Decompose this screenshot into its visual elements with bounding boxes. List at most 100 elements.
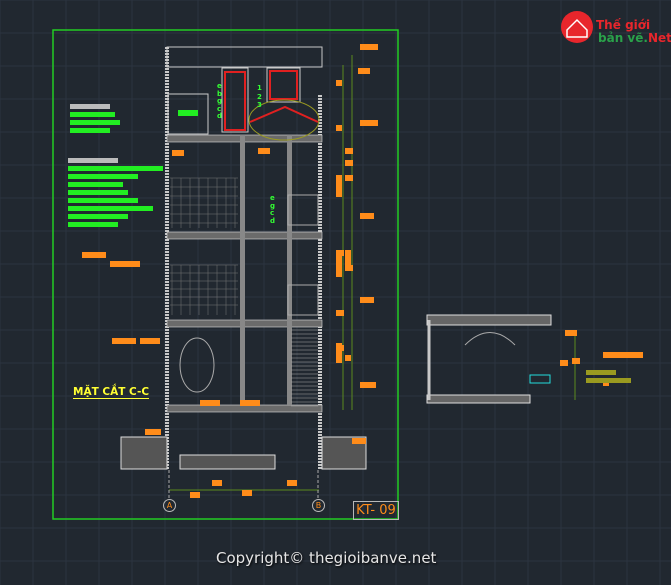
copyright-watermark: Copyright© thegioibanve.net	[216, 549, 437, 567]
dimension-label	[345, 160, 353, 166]
window	[269, 70, 298, 100]
tag: c	[217, 104, 222, 113]
ground-fill	[120, 436, 168, 470]
logo-text: Thế giới	[596, 18, 650, 32]
dimension-label	[360, 297, 374, 303]
legend-note	[70, 112, 115, 117]
legend-note	[68, 174, 138, 179]
dimension-label	[336, 310, 344, 316]
balcony-label	[178, 110, 198, 116]
dimension-label	[345, 175, 353, 181]
dimension-label	[345, 250, 351, 270]
dimension-label	[110, 261, 140, 267]
legend-note	[68, 206, 153, 211]
door-tags-mid: e g c d	[270, 194, 276, 225]
door-tags-upper: e b g c d	[217, 82, 223, 121]
window-tags: 1 2 3	[257, 84, 262, 110]
dimension-label	[336, 125, 342, 131]
detail-ellipse	[248, 99, 320, 141]
legend-note	[70, 104, 110, 109]
legend-note	[586, 370, 616, 375]
dimension-label	[360, 120, 378, 126]
detail-arch	[464, 332, 516, 346]
legend-note	[68, 214, 128, 219]
detail-item	[529, 374, 551, 384]
legend-note	[68, 198, 138, 203]
dimension-label	[336, 343, 342, 363]
window-frame	[266, 67, 301, 103]
legend-note	[68, 182, 123, 187]
dimension-label	[565, 330, 577, 336]
axis-label-a: A	[163, 499, 176, 512]
tag: e	[217, 82, 222, 90]
logo-text-2: bản vẽ.Net	[598, 31, 671, 45]
tag: d	[270, 216, 276, 225]
dimension-label	[140, 338, 160, 344]
legend-note	[68, 166, 163, 171]
legend-note	[586, 378, 631, 383]
tag: e	[270, 194, 275, 202]
railing	[287, 194, 319, 226]
dimension-label	[212, 480, 222, 486]
legend-note	[70, 120, 120, 125]
dimension-label	[172, 150, 184, 156]
tag: g	[217, 97, 223, 105]
tag: d	[217, 112, 223, 120]
dimension-label	[258, 148, 270, 154]
legend-note	[70, 128, 110, 133]
detail-slab	[426, 314, 552, 326]
legend-note	[68, 222, 118, 227]
dimension-label	[360, 44, 378, 50]
dimension-label	[336, 80, 342, 86]
dimension-label	[358, 68, 370, 74]
axis-label-b: B	[312, 499, 325, 512]
dimension-label	[336, 250, 344, 256]
logo-icon	[561, 11, 593, 43]
dimension-label	[572, 358, 580, 364]
dimension-label	[145, 429, 161, 435]
dimension-label	[112, 338, 136, 344]
dimension-label	[240, 400, 260, 406]
tag: c	[270, 209, 275, 217]
balcony	[167, 93, 209, 135]
roof	[249, 105, 319, 123]
dimension-label	[200, 400, 220, 406]
dimension-label	[190, 492, 200, 498]
legend-note	[68, 158, 118, 163]
dimension-label	[336, 255, 342, 277]
dimension-label	[352, 438, 366, 444]
parapet	[166, 46, 323, 68]
dimension-label	[360, 382, 376, 388]
logo-word-banve: bản vẽ.	[598, 31, 648, 45]
foundation	[179, 454, 276, 470]
logo-word-gioi: giới	[625, 18, 651, 32]
drawing-frame	[52, 29, 399, 520]
dimension-label	[360, 213, 374, 219]
tag: b	[217, 89, 223, 98]
tag: 3	[257, 101, 262, 109]
dimension-label	[287, 480, 297, 486]
door-frame	[221, 67, 249, 133]
inner-wall	[287, 135, 292, 405]
arch-door	[179, 337, 215, 393]
logo-word-net: Net	[647, 31, 671, 45]
railing	[287, 284, 319, 316]
door	[224, 71, 246, 131]
tag: g	[270, 201, 276, 210]
tag: 1	[257, 84, 262, 92]
section-title: MẶT CẮT C-C	[73, 386, 150, 399]
dimension-label	[560, 360, 568, 366]
dimension-label	[345, 148, 353, 154]
dimension-label	[603, 352, 643, 358]
inner-wall	[240, 135, 245, 405]
legend-note	[68, 190, 128, 195]
dimension-label	[82, 252, 106, 258]
detail-slab	[426, 394, 531, 404]
tag: 2	[257, 92, 262, 101]
logo-word-the: Thế	[596, 18, 621, 32]
logo-house-icon	[566, 18, 588, 38]
sheet-number: KT- 09	[353, 501, 399, 520]
dimension-label	[345, 355, 351, 361]
